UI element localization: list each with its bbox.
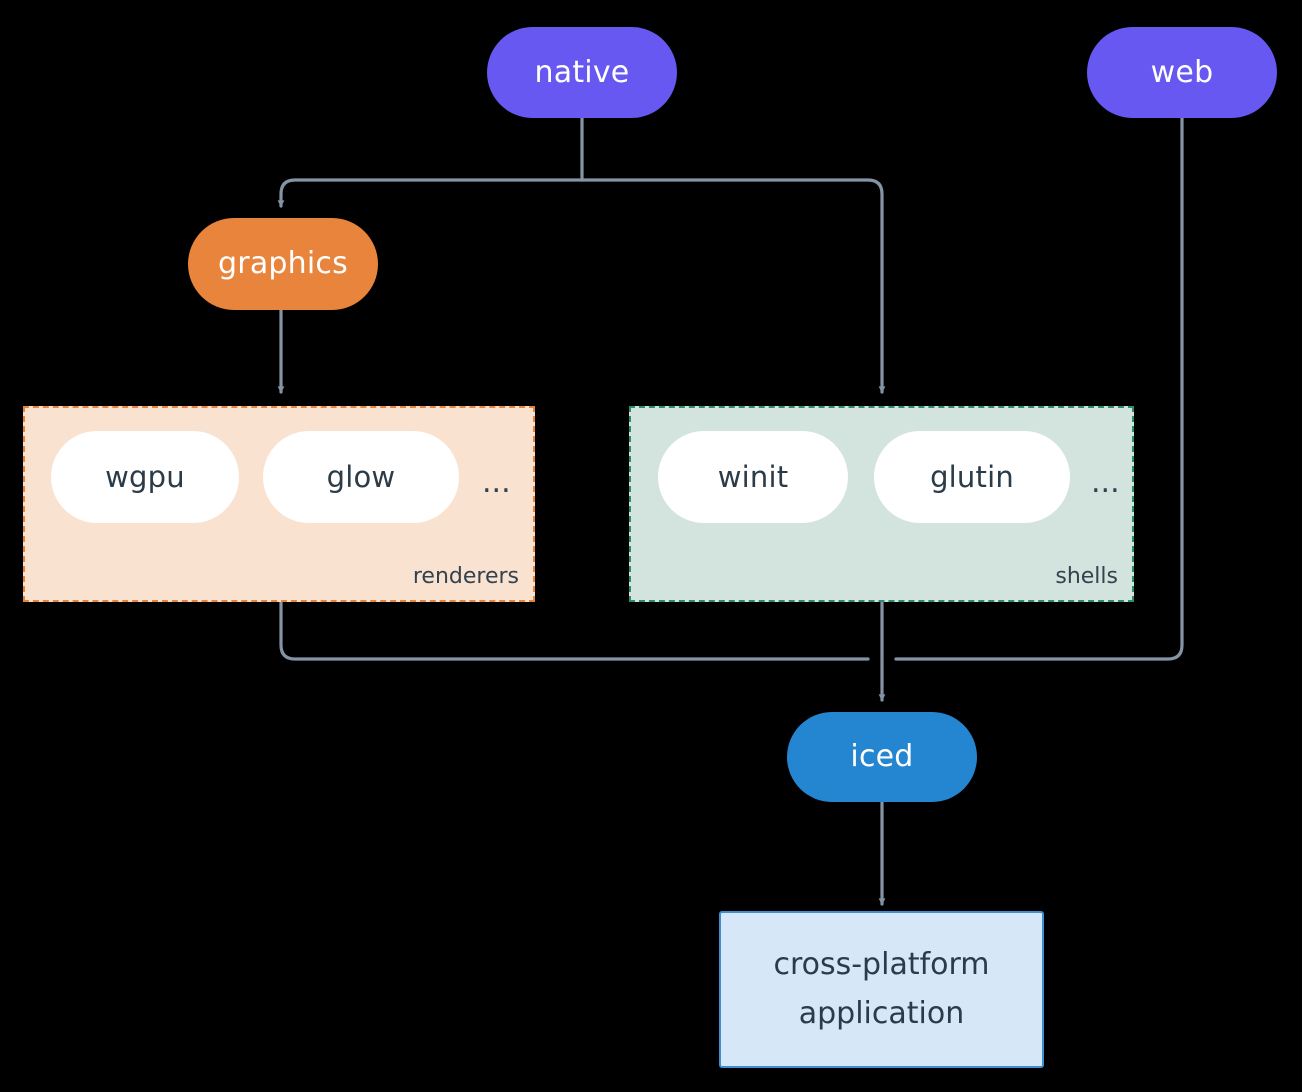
node-native-label: native (534, 54, 630, 90)
application-label-line-2: application (798, 995, 965, 1031)
node-glow-label: glow (326, 459, 396, 494)
group-shells: winit glutin ... shells (629, 406, 1134, 602)
group-renderers: wgpu glow ... renderers (23, 406, 535, 602)
node-web[interactable]: web (1087, 27, 1277, 118)
node-cross-platform-application[interactable]: cross-platform application (719, 911, 1044, 1068)
node-graphics[interactable]: graphics (188, 218, 378, 310)
node-wgpu[interactable]: wgpu (51, 431, 239, 523)
node-glutin[interactable]: glutin (874, 431, 1070, 523)
node-glow[interactable]: glow (263, 431, 459, 523)
node-winit-label: winit (717, 459, 789, 494)
node-winit[interactable]: winit (658, 431, 848, 523)
node-glutin-label: glutin (930, 459, 1014, 494)
node-wgpu-label: wgpu (105, 459, 185, 494)
application-label-line-1: cross-platform (773, 946, 990, 982)
node-web-label: web (1150, 54, 1214, 90)
edge-renderers-to-iced (279, 600, 870, 661)
shells-overflow-ellipsis: ... (1091, 465, 1120, 500)
node-iced[interactable]: iced (787, 712, 977, 802)
group-renderers-label: renderers (412, 564, 519, 589)
group-shells-label: shells (1055, 564, 1118, 589)
node-iced-label: iced (850, 739, 914, 774)
node-graphics-label: graphics (218, 246, 348, 281)
renderers-overflow-ellipsis: ... (482, 465, 511, 500)
edge-native-to-graphics (277, 178, 584, 208)
node-native[interactable]: native (487, 27, 677, 118)
edge-native-to-shells (580, 178, 886, 394)
